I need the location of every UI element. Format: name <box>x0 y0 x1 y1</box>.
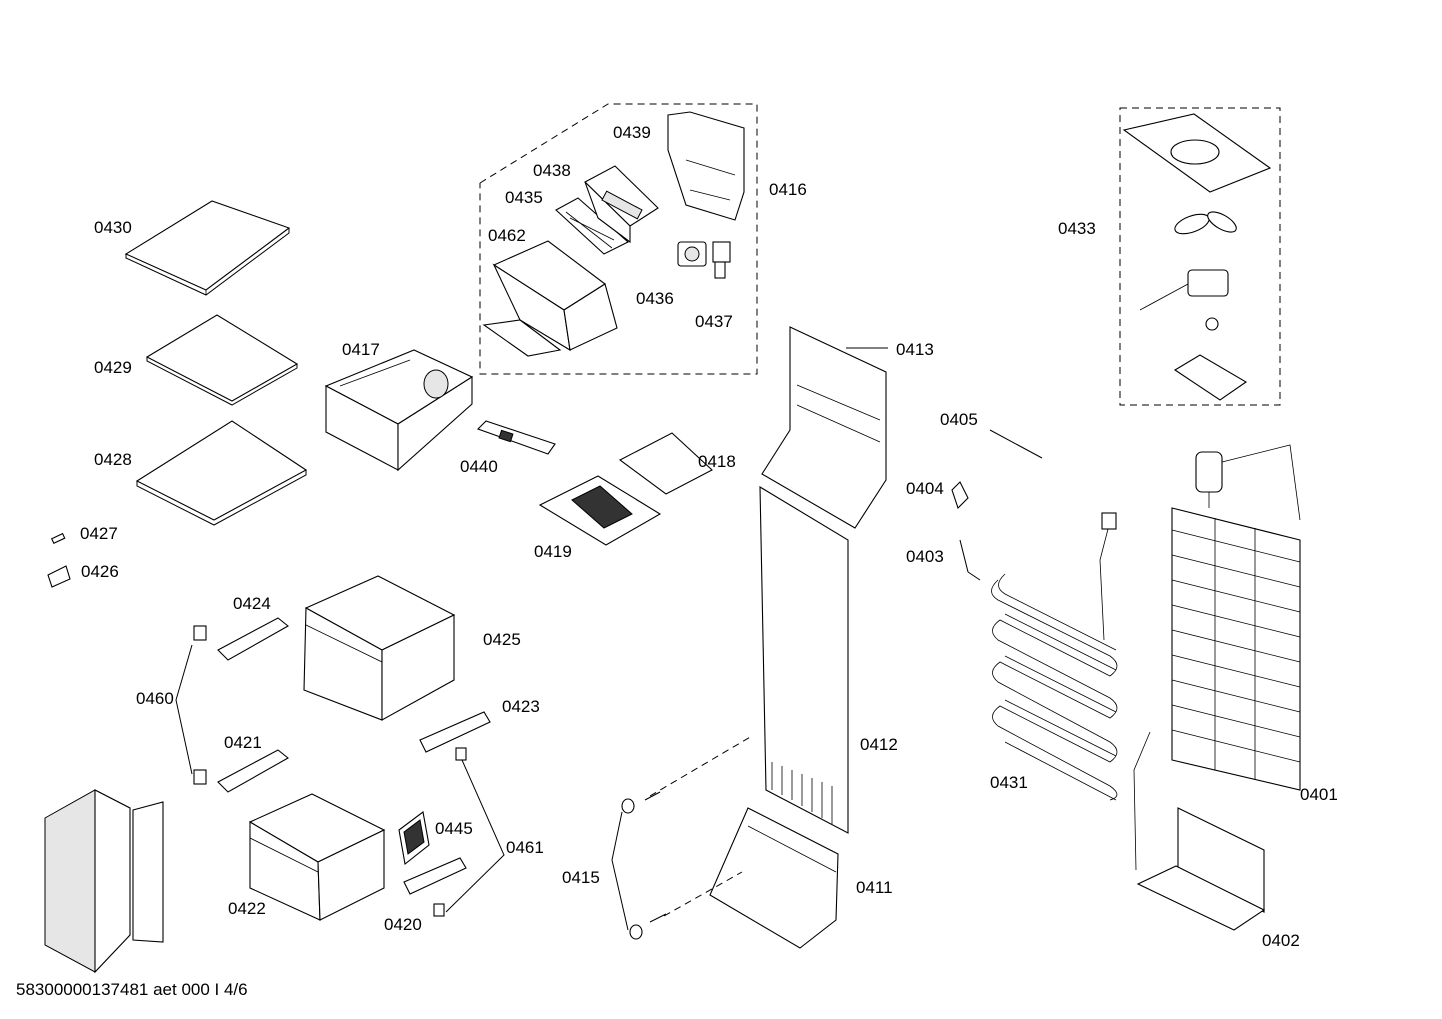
label-0433: 0433 <box>1058 219 1096 238</box>
label-0445: 0445 <box>435 819 473 838</box>
rail-0424 <box>193 617 289 661</box>
label-0416: 0416 <box>769 180 807 199</box>
cover-0418 <box>618 432 713 495</box>
drawer-0422 <box>248 793 386 921</box>
shelf-0429 <box>145 314 299 406</box>
motor-0436 <box>677 241 707 267</box>
label-0431: 0431 <box>990 773 1028 792</box>
clip-0404 <box>951 481 969 510</box>
label-0402: 0402 <box>1262 931 1300 950</box>
evaporator-0401 <box>1171 444 1301 791</box>
label-0401: 0401 <box>1300 785 1338 804</box>
label-0462: 0462 <box>488 226 526 245</box>
label-0427: 0427 <box>80 524 118 543</box>
group-outline-0416 <box>479 103 758 375</box>
ice-bin-0417 <box>324 349 474 472</box>
fan-shroud <box>1122 113 1272 193</box>
label-0437: 0437 <box>695 312 733 331</box>
shelf-0430 <box>124 200 291 296</box>
screws-0415 <box>611 791 667 940</box>
part-labels: 0401 0402 0403 0404 0405 0411 0412 0413 … <box>80 123 1338 950</box>
heater-0431 <box>991 512 1118 801</box>
label-0404: 0404 <box>906 479 944 498</box>
bracket-0439 <box>667 111 745 221</box>
cover-0411 <box>709 807 839 949</box>
label-0422: 0422 <box>228 899 266 918</box>
label-0425: 0425 <box>483 630 521 649</box>
duct-0413 <box>761 326 887 529</box>
rail-0420 <box>403 857 467 917</box>
label-0417: 0417 <box>342 340 380 359</box>
fan-blade <box>1174 211 1237 235</box>
label-0429: 0429 <box>94 358 132 377</box>
label-0424: 0424 <box>233 594 271 613</box>
label-0412: 0412 <box>860 735 898 754</box>
plate-0440 <box>476 420 556 455</box>
cover-0435 <box>555 197 629 255</box>
fan-motor <box>1139 269 1229 331</box>
label-0413: 0413 <box>896 340 934 359</box>
label-0428: 0428 <box>94 450 132 469</box>
valve-0437 <box>712 241 731 279</box>
label-0415: 0415 <box>562 868 600 887</box>
drawer-0425 <box>303 575 456 721</box>
label-0418: 0418 <box>698 452 736 471</box>
label-0423: 0423 <box>502 697 540 716</box>
label-0426: 0426 <box>81 562 119 581</box>
panel-vents <box>771 762 833 824</box>
clip-0427 <box>50 532 66 544</box>
label-0438: 0438 <box>533 161 571 180</box>
sensor-0405 <box>989 429 1043 459</box>
drip-tray-0402 <box>1133 731 1266 931</box>
panel-0412 <box>759 486 849 834</box>
door-panel <box>44 789 164 974</box>
label-0403: 0403 <box>906 547 944 566</box>
label-0430: 0430 <box>94 218 132 237</box>
fan-bracket <box>1173 354 1248 401</box>
assembly-line-0411 <box>663 871 743 917</box>
document-footer: 58300000137481 aet 000 I 4/6 <box>16 980 248 999</box>
icemaker-0438 <box>584 165 659 244</box>
label-0435: 0435 <box>505 188 543 207</box>
rail-0421 <box>193 749 289 793</box>
label-0461: 0461 <box>506 838 544 857</box>
label-0419: 0419 <box>534 542 572 561</box>
sensor-0403 <box>959 539 981 581</box>
leader-0461 <box>445 759 505 913</box>
label-0460: 0460 <box>136 689 174 708</box>
label-0411: 0411 <box>856 878 893 897</box>
shelf-0428 <box>135 420 308 526</box>
label-0436: 0436 <box>636 289 674 308</box>
label-0440: 0440 <box>460 457 498 476</box>
label-0405: 0405 <box>940 410 978 429</box>
housing-0462 <box>482 240 618 357</box>
label-0421: 0421 <box>224 733 262 752</box>
label-0420: 0420 <box>384 915 422 934</box>
leader-0460 <box>175 644 193 775</box>
label-0439: 0439 <box>613 123 651 142</box>
cover-0419 <box>538 475 662 546</box>
cap-0426 <box>47 565 71 588</box>
grille-0445 <box>398 811 430 866</box>
assembly-line-0412 <box>649 735 753 797</box>
rail-0423 <box>419 711 491 761</box>
